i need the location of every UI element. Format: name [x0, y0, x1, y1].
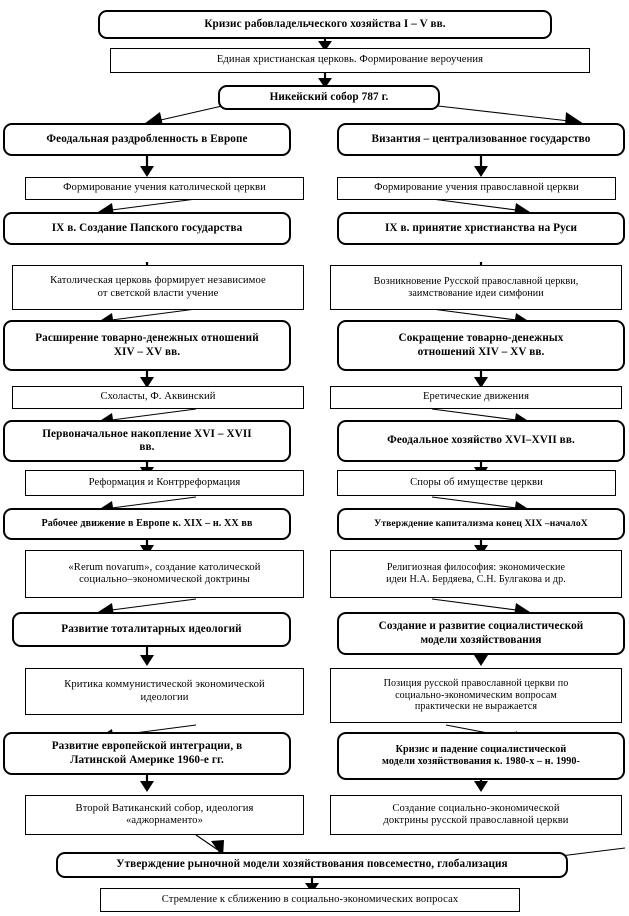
- node-left-11[interactable]: Развитие тоталитарных идеологий: [12, 612, 291, 647]
- node-right-11[interactable]: Создание и развитие социалистической мод…: [337, 612, 625, 655]
- node-left-6[interactable]: Схоласты, Ф. Аквинский: [12, 386, 304, 409]
- node-left-5[interactable]: Расширение товарно-денежных отношений XI…: [3, 320, 291, 371]
- node-footer-market-model[interactable]: Утверждение рыночной модели хозяйствован…: [56, 852, 568, 878]
- node-right-3[interactable]: IX в. принятие христианства на Руси: [337, 212, 625, 245]
- node-unified-church[interactable]: Единая христианская церковь. Формировани…: [110, 48, 590, 73]
- node-closing-convergence[interactable]: Стремление к сближению в социально-эконо…: [100, 888, 520, 912]
- node-left-10[interactable]: «Rerum novarum», создание католической с…: [25, 550, 304, 598]
- node-left-8[interactable]: Реформация и Контрреформация: [25, 470, 304, 496]
- node-right-1[interactable]: Византия – централизованное государство: [337, 123, 625, 156]
- node-right-6[interactable]: Еретические движения: [330, 386, 622, 409]
- node-left-3[interactable]: IX в. Создание Папского государства: [3, 212, 291, 245]
- node-right-2[interactable]: Формирование учения православной церкви: [337, 177, 616, 200]
- node-nicaea-council[interactable]: Никейский собор 787 г.: [218, 85, 440, 110]
- node-right-14[interactable]: Создание социально-экономической доктрин…: [330, 795, 622, 835]
- node-left-7[interactable]: Первоначальное накопление XVI – XVII вв.: [3, 420, 291, 462]
- node-right-12[interactable]: Позиция русской православной церкви по с…: [330, 668, 622, 723]
- node-left-4[interactable]: Католическая церковь формирует независим…: [12, 265, 304, 310]
- node-left-1[interactable]: Феодальная раздробленность в Европе: [3, 123, 291, 156]
- node-right-7[interactable]: Феодальное хозяйство XVI–XVII вв.: [337, 420, 625, 462]
- node-right-4[interactable]: Возникновение Русской православной церкв…: [330, 265, 622, 310]
- node-right-8[interactable]: Споры об имуществе церкви: [337, 470, 616, 496]
- node-left-9[interactable]: Рабочее движение в Европе к. XIX – н. XX…: [3, 508, 291, 540]
- node-left-14[interactable]: Второй Ватиканский собор, идеология «адж…: [25, 795, 304, 835]
- node-right-10[interactable]: Религиозная философия: экономические иде…: [330, 550, 622, 598]
- node-left-2[interactable]: Формирование учения католической церкви: [25, 177, 304, 200]
- node-title-crisis[interactable]: Кризис рабовладельческого хозяйства I – …: [98, 10, 552, 39]
- node-right-5[interactable]: Сокращение товарно-денежных отношений XI…: [337, 320, 625, 371]
- node-right-13[interactable]: Кризис и падение социалистической модели…: [337, 732, 625, 780]
- node-right-9[interactable]: Утверждение капитализма конец XIX –начал…: [337, 508, 625, 540]
- node-left-12[interactable]: Критика коммунистической экономической и…: [25, 668, 304, 715]
- node-left-13[interactable]: Развитие европейской интеграции, в Латин…: [3, 732, 291, 775]
